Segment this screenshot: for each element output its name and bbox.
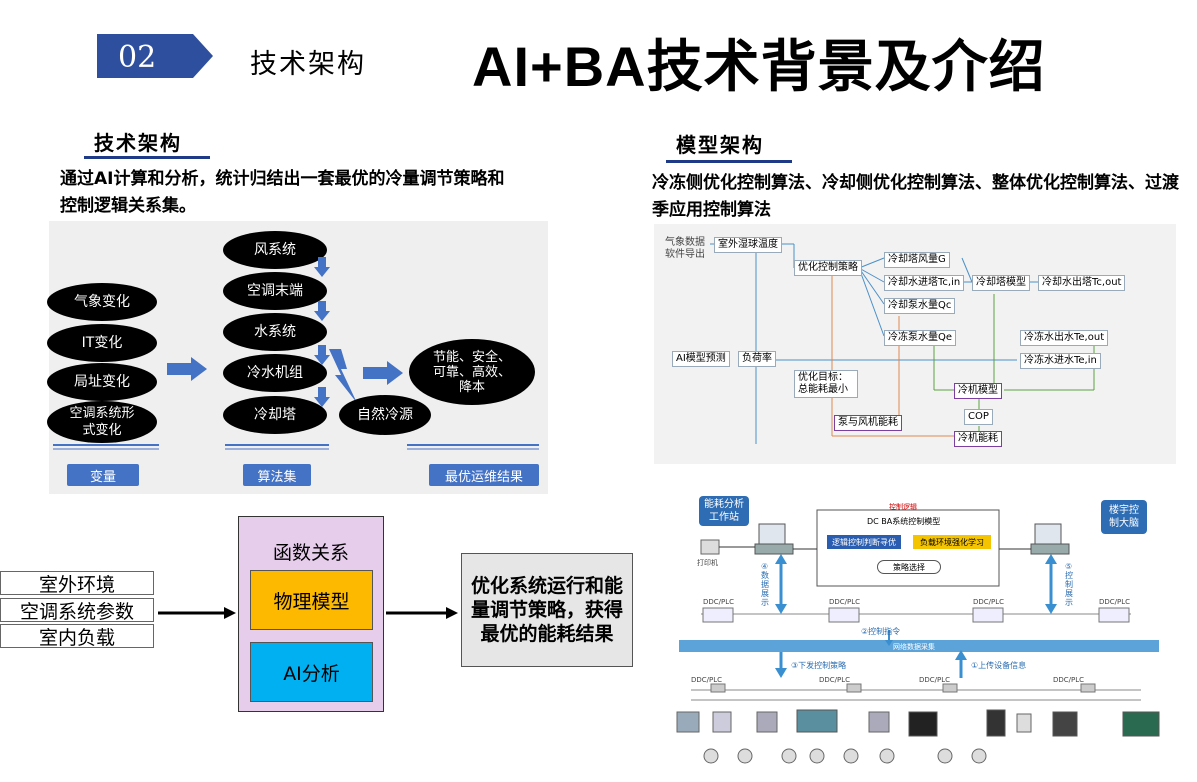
- input-ac-parameters: 空调系统参数: [0, 598, 154, 623]
- control-command-label: ②控制指令: [861, 627, 901, 636]
- banner-algorithms: 算法集: [243, 464, 311, 486]
- energy-workstation-callout: 能耗分析工作站: [699, 496, 749, 526]
- tower-airflow-box: 冷却塔风量G: [884, 252, 950, 268]
- left-heading: 技术架构: [94, 131, 182, 155]
- chw-outlet-box: 冷冻水出水Te,out: [1020, 330, 1109, 346]
- function-relation-title: 函数关系: [272, 542, 349, 564]
- arrow-down-icon: [314, 257, 330, 277]
- system-connectors: [676, 509, 1160, 764]
- logic-judge-box: 逻辑控制判断寻优: [827, 535, 901, 549]
- policy-select-box: 策略选择: [877, 560, 941, 574]
- left-description: 通过AI计算和分析，统计归结出一套最优的冷量调节策略和控制逻辑关系集。: [60, 169, 505, 216]
- model-title-label: DC BA系统控制模型: [867, 517, 941, 526]
- ddc-label-6: DDC/PLC: [819, 676, 851, 684]
- input-indoor-load: 室内负载: [0, 624, 154, 649]
- ddc-label-7: DDC/PLC: [919, 676, 951, 684]
- system-tower: 冷却塔: [223, 396, 327, 434]
- banner-variables: 变量: [67, 464, 139, 486]
- ddc-label-1: DDC/PLC: [703, 598, 735, 606]
- tech-architecture-diagram: 气象变化 IT变化 局址变化 空调系统形式变化 风系统 空调末端 水系统 冷水机…: [47, 221, 548, 494]
- load-learning-box: 负载环境强化学习: [913, 535, 991, 549]
- variable-weather: 气象变化: [47, 283, 157, 321]
- chiller-model-box: 冷机模型: [954, 383, 1002, 399]
- control-logic-label: 控制逻辑: [889, 503, 917, 511]
- chiller-energy-box: 冷机能耗: [954, 431, 1002, 447]
- left-heading-underline: [84, 156, 210, 159]
- right-heading: 模型架构: [676, 133, 764, 157]
- physical-model-box: 物理模型: [250, 570, 373, 630]
- load-rate-box: 负荷率: [738, 351, 776, 367]
- ddc-label-8: DDC/PLC: [1053, 676, 1085, 684]
- arrow-down-icon: [314, 301, 330, 321]
- lightning-icon: [329, 349, 357, 403]
- system-terminal: 空调末端: [223, 272, 327, 310]
- ddc-label-4: DDC/PLC: [1099, 598, 1131, 606]
- page-title: AI+BA技术背景及介绍: [472, 35, 1046, 98]
- variable-site: 局址变化: [47, 363, 157, 401]
- cop-box: COP: [964, 409, 993, 425]
- optimization-goals: 节能、安全、可靠、高效、降本: [409, 339, 535, 405]
- upload-info-label: ①上传设备信息: [971, 661, 1027, 670]
- model-architecture-diagram: 气象数据软件导出 室外湿球温度 AI模型预测 负荷率 优化控制策略 冷却塔风量G…: [654, 224, 1176, 464]
- arrow-right-icon: [158, 607, 236, 619]
- wet-bulb-box: 室外湿球温度: [714, 237, 782, 253]
- strategy-box: 优化控制策略: [794, 260, 862, 276]
- variable-it: IT变化: [47, 324, 157, 362]
- arrow-down-icon: [314, 387, 330, 407]
- input-outdoor-environment: 室外环境: [0, 571, 154, 596]
- right-heading-underline: [666, 160, 792, 163]
- tower-outlet-box: 冷却水出塔Tc,out: [1038, 275, 1126, 291]
- arrow-right-icon: [167, 357, 207, 381]
- ddc-label-5: DDC/PLC: [691, 676, 723, 684]
- printer-label: 打印机: [697, 559, 718, 567]
- section-name: 技术架构: [250, 49, 366, 80]
- arrow-down-icon: [314, 345, 330, 365]
- network-label: 网络数据采集: [893, 643, 935, 651]
- tower-inlet-box: 冷却水进塔Tc,in: [884, 275, 965, 291]
- building-brain-callout: 楼宇控制大脑: [1101, 500, 1147, 534]
- optimization-goal-box: 优化目标：总能耗最小: [794, 370, 858, 398]
- pump-fan-energy-box: 泵与风机能耗: [834, 415, 902, 431]
- tower-model-box: 冷却塔模型: [972, 275, 1030, 291]
- arrow-right-icon: [386, 607, 458, 619]
- down-command-label: ③下发控制策略: [791, 661, 847, 670]
- natural-cooling-source: 自然冷源: [339, 395, 431, 435]
- data-display-label: ④数据展示: [761, 562, 769, 607]
- ba-system-diagram: 能耗分析工作站 楼宇控制大脑 打印机 控制逻辑 DC BA系统控制模型 逻辑控制…: [661, 490, 1173, 780]
- variable-ac-form: 空调系统形式变化: [47, 401, 157, 443]
- section-tag: [97, 34, 213, 78]
- control-display-label: ⑤控制展示: [1065, 562, 1073, 607]
- banner-optimal-results: 最优运维结果: [429, 464, 539, 486]
- ddc-label-3: DDC/PLC: [973, 598, 1005, 606]
- chw-inlet-box: 冷冻水进水Te,in: [1020, 353, 1101, 369]
- ai-analysis-box: AI分析: [250, 642, 373, 702]
- system-air: 风系统: [223, 231, 327, 269]
- arrow-right-icon: [363, 361, 403, 385]
- system-water: 水系统: [223, 313, 327, 351]
- separator-line: [53, 444, 539, 450]
- right-description: 冷冻侧优化控制算法、冷却侧优化控制算法、整体优化控制算法、过渡季应用控制算法: [652, 173, 1179, 220]
- system-chiller: 冷水机组: [223, 354, 327, 392]
- pump-qe-box: 冷冻泵水量Qe: [884, 330, 957, 346]
- ddc-label-2: DDC/PLC: [829, 598, 861, 606]
- optimization-result-box: 优化系统运行和能量调节策略，获得最优的能耗结果: [461, 553, 633, 667]
- ai-predict-box: AI模型预测: [672, 351, 730, 367]
- pump-qc-box: 冷却泵水量Qc: [884, 298, 956, 314]
- weather-data-label: 气象数据软件导出: [665, 237, 705, 260]
- section-number: 02: [118, 40, 157, 75]
